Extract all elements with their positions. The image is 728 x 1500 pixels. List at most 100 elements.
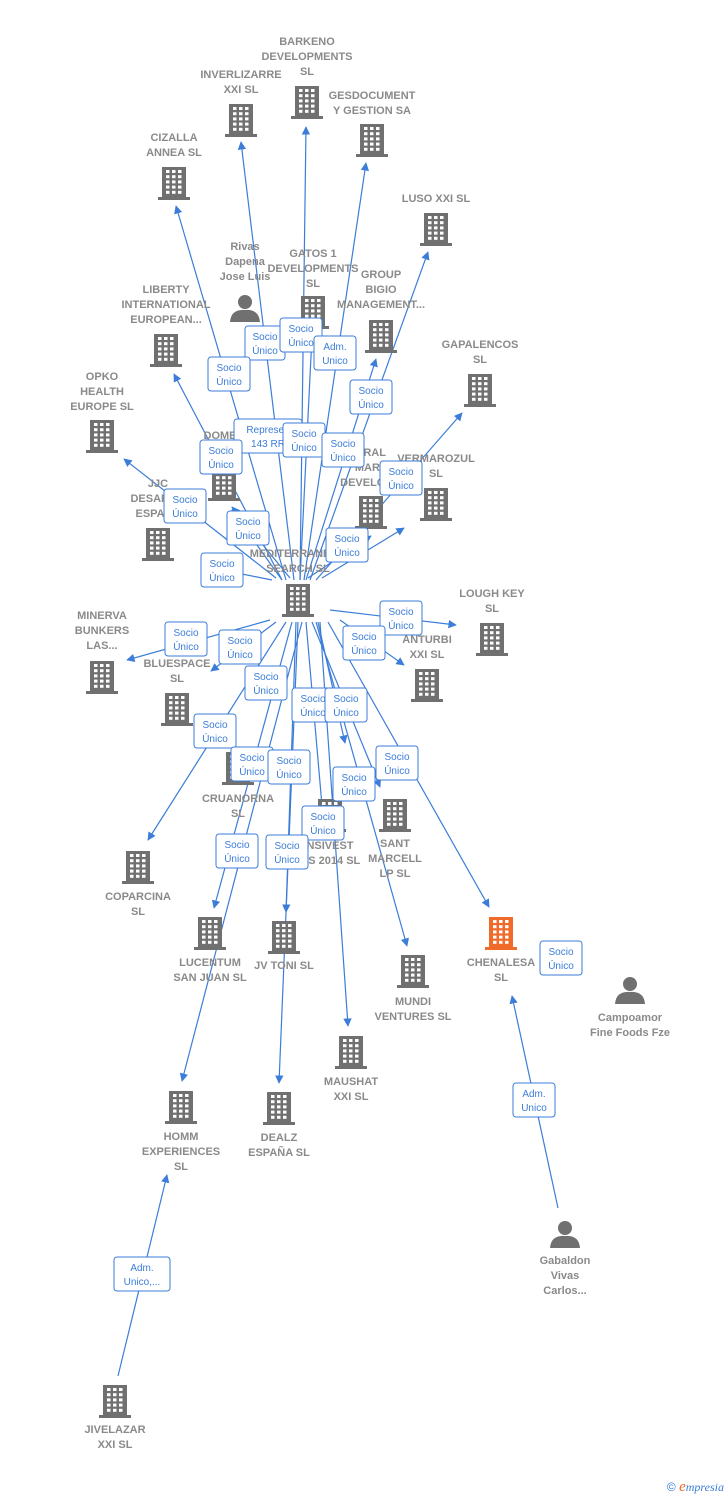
node-luso[interactable]: LUSO XXI SL — [402, 193, 471, 246]
node-label-line: INVERLIZARRE — [200, 69, 281, 81]
building-icon — [355, 496, 387, 529]
node-liberty[interactable]: LIBERTYINTERNATIONALEUROPEAN... — [121, 284, 211, 367]
node-gabaldon[interactable]: GabaldonVivasCarlos... — [540, 1221, 591, 1297]
node-label-line: SL — [473, 354, 487, 366]
building-icon — [411, 669, 443, 702]
node-label-line: LAS... — [86, 640, 117, 652]
relation-label-line: Socio — [276, 756, 301, 767]
relation-badge[interactable]: Adm.Unico — [512, 1082, 556, 1118]
edge-arrow — [317, 621, 348, 744]
node-label-line: XXI SL — [98, 1439, 133, 1451]
node-label-line: Vivas — [551, 1270, 580, 1282]
relation-label-line: Único — [216, 375, 242, 388]
relation-label-line: Socio — [173, 628, 198, 639]
node-label-line: GESDOCUMENT — [329, 90, 416, 102]
node-label-line: CRUANORNA — [202, 793, 274, 805]
relation-label-line: Único — [351, 644, 377, 657]
relation-label-line: Único — [358, 398, 384, 411]
node-group-bigio[interactable]: GROUPBIGIOMANAGEMENT... — [337, 269, 425, 353]
edge-arrow — [299, 335, 316, 581]
relation-badge[interactable]: Adm.Unico — [313, 335, 357, 371]
node-label-line: Campoamor — [598, 1012, 663, 1024]
node-label-line: JJC — [148, 478, 168, 490]
node-gesdocument[interactable]: GESDOCUMENT Y GESTION SA — [329, 90, 416, 157]
node-label-line: DEVELOPMENTS — [267, 263, 358, 275]
node-label-line: VENTURES SL — [374, 1011, 451, 1023]
node-label-line: BIGIO — [365, 284, 397, 296]
node-label-line: HEALTH — [80, 386, 124, 398]
relation-label-line: Único — [224, 852, 250, 865]
relation-label-line: Adm. — [522, 1089, 545, 1100]
building-icon — [464, 374, 496, 407]
relation-label-line: Único — [341, 785, 367, 798]
node-jv-toni[interactable]: JV TONI SL — [254, 921, 314, 972]
node-label-line: ANTURBI — [402, 634, 452, 646]
person-icon — [615, 977, 645, 1004]
copyright-symbol: © — [666, 1480, 676, 1494]
building-icon — [225, 104, 257, 137]
edge-arrow — [303, 162, 370, 581]
building-icon — [86, 420, 118, 453]
node-label-line: LIBERTY — [142, 284, 190, 296]
node-label-line: SL — [170, 673, 184, 685]
relation-badge[interactable]: Adm.Unico,... — [113, 1256, 171, 1292]
node-label-line: OS 2014 SL — [300, 855, 361, 867]
node-label-line: Carlos... — [543, 1285, 586, 1297]
node-label-line: Y GESTION SA — [333, 105, 411, 117]
relation-label-line: Único — [334, 546, 360, 559]
building-icon — [142, 528, 174, 561]
node-minerva[interactable]: MINERVABUNKERSLAS... — [75, 610, 129, 694]
building-icon — [420, 488, 452, 521]
brand-name[interactable]: mpresia — [685, 1480, 724, 1494]
